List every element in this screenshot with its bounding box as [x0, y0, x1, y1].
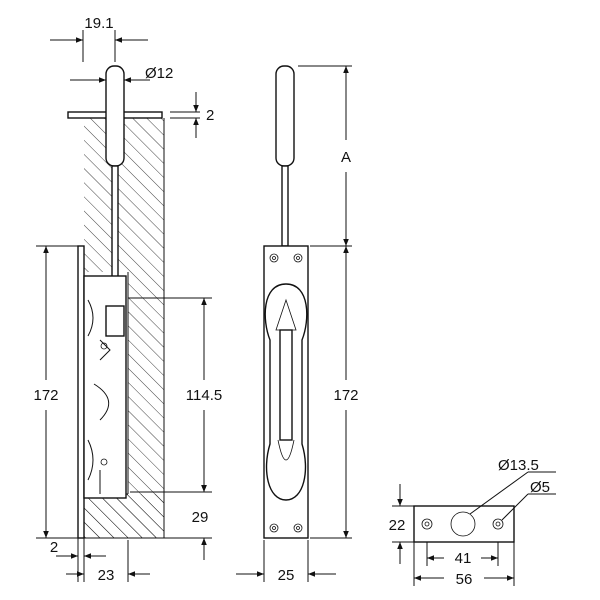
- dim-body-length-left: 172: [33, 387, 58, 404]
- dim-face-thickness: 2: [50, 539, 58, 556]
- dim-keeper-center-hole: Ø13.5: [498, 457, 539, 474]
- dim-throw-length: A: [341, 149, 351, 166]
- front-view-dimensions: A 172 25: [236, 65, 359, 584]
- dim-keeper-screw-hole: Ø5: [530, 479, 550, 496]
- front-screw-holes: [269, 253, 303, 533]
- dim-bolt-offset: 19.1: [84, 15, 113, 32]
- face-plate: [77, 245, 85, 539]
- front-bolt-rod: [281, 165, 289, 247]
- dim-body-length-front: 172: [333, 387, 358, 404]
- dim-keeper-hole-spacing: 41: [455, 550, 472, 567]
- front-bolt-head: [275, 65, 295, 167]
- dim-bottom-offset: 29: [192, 509, 209, 526]
- dim-plate-thickness: 2: [206, 107, 214, 124]
- dim-keeper-width: 56: [456, 571, 473, 588]
- keeper-plate-view: [413, 505, 515, 543]
- dim-keeper-height: 22: [389, 517, 406, 534]
- bolt-head: [105, 65, 125, 167]
- keeper-dimensions: 22 Ø13.5 Ø5 41 56: [389, 457, 556, 588]
- side-view-dimensions: 19.1 Ø12 2 172 114.5 29 2: [33, 15, 222, 584]
- keeper-right-screw-hole: [492, 518, 504, 530]
- side-section-view: [67, 65, 165, 539]
- dim-slot-length: 114.5: [186, 387, 222, 404]
- dim-bolt-diameter: Ø12: [145, 65, 173, 82]
- front-view: [263, 65, 309, 539]
- dim-body-depth: 23: [98, 567, 115, 584]
- dim-face-width: 25: [278, 567, 295, 584]
- keeper-center-hole: [450, 511, 476, 537]
- keeper-left-screw-hole: [421, 518, 433, 530]
